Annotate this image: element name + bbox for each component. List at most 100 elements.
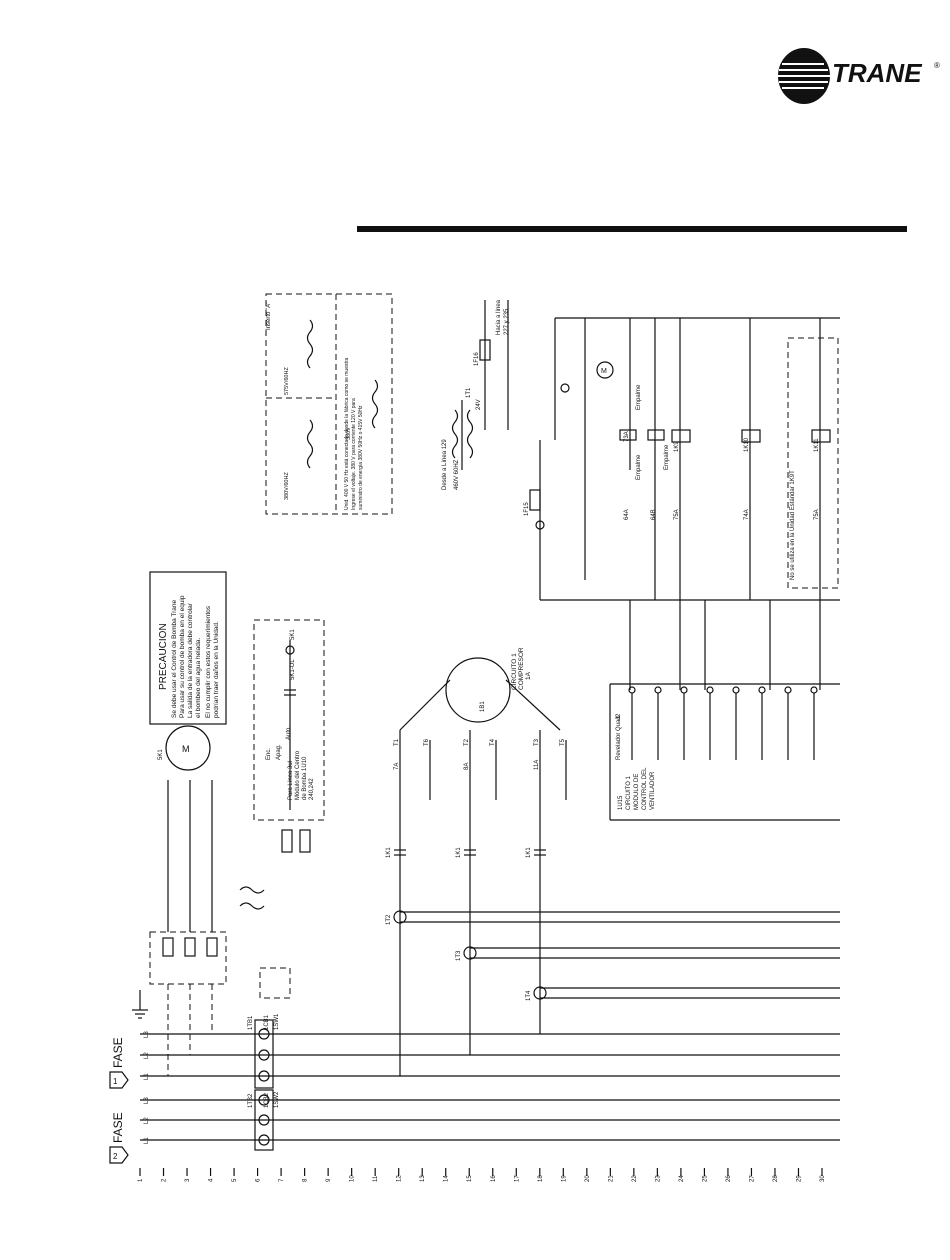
svg-text:11A: 11A — [534, 760, 540, 770]
svg-text:Unid. 400 V 50 Hz está conecta: Unid. 400 V 50 Hz está conectado desde l… — [344, 357, 350, 510]
svg-text:227 y 235: 227 y 235 — [504, 308, 510, 335]
line-number: 11 — [373, 1175, 379, 1182]
svg-text:L2: L2 — [144, 1052, 150, 1059]
svg-text:Enc.: Enc. — [266, 748, 272, 760]
svg-text:1K10: 1K10 — [744, 437, 750, 452]
svg-text:Ingrese el voltaje. 380 V para: Ingrese el voltaje. 380 V para corriente… — [351, 398, 357, 510]
disconnect-switch — [132, 780, 291, 1076]
svg-text:Auto: Auto — [286, 727, 292, 740]
svg-text:1T1: 1T1 — [466, 387, 472, 398]
svg-text:5K1: 5K1 — [290, 629, 296, 640]
svg-text:T5: T5 — [560, 738, 566, 746]
svg-text:CONTROL DEL: CONTROL DEL — [642, 767, 648, 810]
line-number: 6 — [256, 1178, 262, 1182]
compressor-terminals: T1 T2 T3 T6 T4 T5 7A 8A 11A — [394, 738, 566, 770]
svg-text:de Bomba 1U10: de Bomba 1U10 — [302, 756, 308, 800]
brand-reg: ® — [934, 61, 940, 70]
svg-text:24V: 24V — [476, 399, 482, 410]
svg-text:1SW1: 1SW1 — [274, 1013, 280, 1030]
line-number: 26 — [726, 1175, 732, 1182]
brand-name: TRANE — [832, 58, 922, 88]
svg-text:1TB1: 1TB1 — [248, 1015, 254, 1030]
pump-label: Para Línea 3ul Módulo del Centro de Bomb… — [288, 750, 315, 800]
svg-text:VENTILADOR: VENTILADOR — [650, 771, 656, 810]
svg-text:460V 60HZ: 460V 60HZ — [454, 459, 460, 490]
line-number: 14 — [444, 1175, 450, 1182]
svg-text:L1: L1 — [144, 1073, 150, 1080]
svg-text:L1: L1 — [144, 1137, 150, 1144]
svg-text:Revelador Quad: Revelador Quad — [616, 716, 622, 760]
line-number: 24 — [679, 1175, 685, 1182]
svg-text:2: 2 — [113, 1152, 118, 1161]
line-number: 25 — [702, 1175, 708, 1182]
module-pin — [680, 686, 688, 694]
terminal-block-2: 1TB2 1CB2 1SW2 — [248, 1089, 280, 1151]
svg-text:L3: L3 — [144, 1031, 150, 1038]
line-number: 16 — [491, 1175, 497, 1182]
svg-text:L3: L3 — [144, 1097, 150, 1104]
line-number: 3 — [185, 1178, 191, 1182]
line-terminals: L1 L2 L3 L1 L2 L3 — [144, 1031, 150, 1144]
svg-text:Módulo del Centro: Módulo del Centro — [295, 750, 301, 800]
svg-text:Apag.: Apag. — [276, 744, 282, 760]
svg-text:1CB1: 1CB1 — [264, 1014, 270, 1030]
svg-text:MODULO DE: MODULO DE — [634, 774, 640, 810]
module-pin — [784, 686, 792, 694]
svg-text:suministro de energía 380V 50H: suministro de energía 380V 50Hz o 415V 5… — [358, 405, 364, 510]
svg-text:T6: T6 — [424, 738, 430, 746]
line-number: 2 — [162, 1178, 168, 1182]
module-pin — [654, 686, 662, 694]
line-number: 7 — [279, 1178, 285, 1182]
current-transformers: 1T2 1T3 1T4 — [386, 910, 547, 1001]
svg-text:1CB2: 1CB2 — [264, 1092, 270, 1108]
svg-text:1A: 1A — [525, 671, 532, 680]
svg-text:M: M — [182, 744, 190, 754]
svg-text:CIRCUITO 1: CIRCUITO 1 — [626, 775, 632, 810]
svg-text:Se debe usar el Control de Bom: Se debe usar el Control de Bomba Trane — [171, 599, 178, 718]
line-number: 12 — [397, 1175, 403, 1182]
svg-text:1TB2: 1TB2 — [248, 1093, 254, 1108]
svg-text:1T2: 1T2 — [386, 914, 392, 925]
line-number: 9 — [326, 1178, 332, 1182]
svg-text:64B: 64B — [651, 509, 657, 520]
svg-text:1K1: 1K1 — [456, 847, 462, 858]
svg-text:64A: 64A — [624, 509, 630, 520]
module-pin — [706, 686, 714, 694]
svg-text:1SW2: 1SW2 — [274, 1091, 280, 1108]
svg-text:1U15: 1U15 — [618, 795, 624, 810]
line-number: 1 — [138, 1178, 144, 1182]
svg-text:Inserto "A": Inserto "A" — [266, 302, 272, 330]
line-number: 22 — [632, 1175, 638, 1182]
svg-text:FASE: FASE — [111, 1112, 125, 1143]
svg-text:5K1: 5K1 — [158, 749, 164, 760]
trane-logo: TRANE ® — [774, 46, 944, 106]
line-number: 4 — [209, 1178, 215, 1182]
svg-text:74A: 74A — [744, 509, 750, 520]
phase-label-1: 1 FASE — [109, 1037, 129, 1089]
svg-text:75A: 75A — [674, 509, 680, 520]
svg-text:J2: J2 — [616, 713, 622, 720]
phase-label-2: 2 FASE — [109, 1112, 129, 1164]
fan-control-module: 1U15 CIRCUITO 1 MODULO DE CONTROL DEL VE… — [609, 683, 840, 821]
pump-selector: Enc. Apag. Auto — [266, 727, 292, 760]
line-number: 20 — [585, 1175, 591, 1182]
contactor-1k1: 1K1 1K1 1K1 — [386, 847, 546, 858]
module-pin — [758, 686, 766, 694]
module-pin — [732, 686, 740, 694]
line-number: 10 — [350, 1175, 356, 1182]
svg-text:L2: L2 — [144, 1117, 150, 1124]
compressor-motor: 1B1 CIRCUITO 1 COMPRESOR 1A — [399, 647, 567, 1076]
caution-box: PRECAUCION Se debe usar el Control de Bo… — [149, 571, 227, 725]
svg-text:FASE: FASE — [111, 1037, 125, 1068]
svg-text:380V/60HZ: 380V/60HZ — [284, 472, 290, 500]
svg-text:T4: T4 — [490, 738, 496, 746]
svg-text:T1: T1 — [394, 738, 400, 746]
svg-text:1B1: 1B1 — [480, 701, 486, 712]
terminal-block-1: 1TB1 1CB1 1SW1 — [248, 1013, 280, 1089]
line-number: 23 — [655, 1175, 661, 1182]
svg-text:Empalme: Empalme — [636, 454, 642, 480]
line-number: 5 — [232, 1178, 238, 1182]
svg-text:No se utiliza en la Unidad Est: No se utiliza en la Unidad Estándar 1K9T — [790, 470, 796, 580]
control-ladder: M No se utiliza en la Unidad Estándar 1K… — [535, 317, 840, 690]
